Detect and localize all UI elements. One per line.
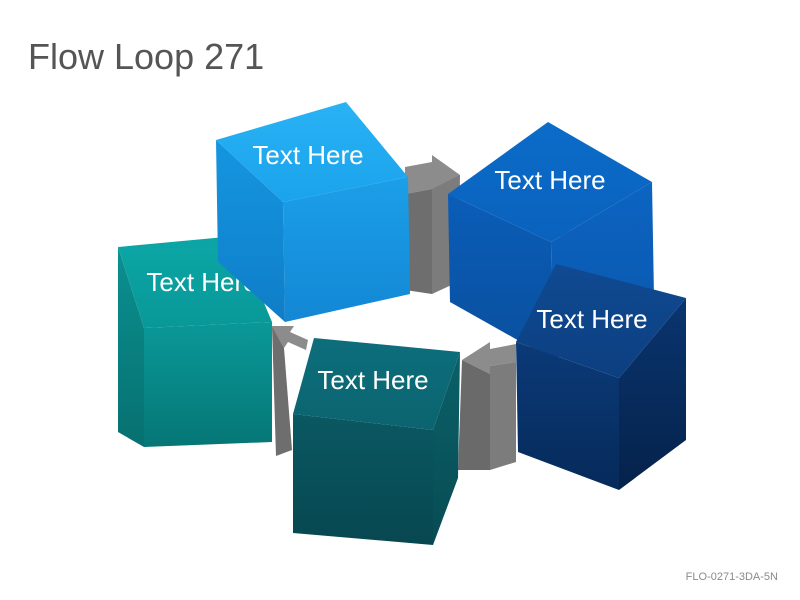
box4-front-face	[293, 414, 433, 545]
arrow-box4-to-box5	[272, 326, 308, 456]
arrow-box1-to-box2	[405, 155, 460, 294]
box5-front-face	[144, 322, 272, 447]
box3-front-face	[516, 342, 619, 490]
box4-side-face	[433, 352, 460, 545]
arrow-box3-to-box4	[458, 342, 516, 470]
box3-label[interactable]: Text Here	[536, 304, 647, 334]
box4-top-face	[293, 338, 460, 430]
flow-box-1[interactable]: Text Here	[216, 102, 410, 322]
box2-front-face	[448, 194, 553, 360]
box1-front-face	[283, 177, 410, 322]
flow-box-4[interactable]: Text Here	[293, 338, 460, 545]
slide-code: FLO-0271-3DA-5N	[685, 571, 778, 583]
box5-side-face	[118, 247, 144, 447]
box1-top-face	[216, 102, 408, 202]
box1-side-face	[216, 140, 285, 322]
box3-top-face	[516, 264, 686, 378]
slide-title: Flow Loop 271	[28, 36, 265, 77]
box3-side-face	[619, 298, 686, 490]
box2-top-face	[448, 122, 652, 242]
box1-label[interactable]: Text Here	[252, 140, 363, 170]
box4-label[interactable]: Text Here	[317, 365, 428, 395]
flow-box-3[interactable]: Text Here	[516, 264, 686, 490]
box2-label[interactable]: Text Here	[494, 165, 605, 195]
